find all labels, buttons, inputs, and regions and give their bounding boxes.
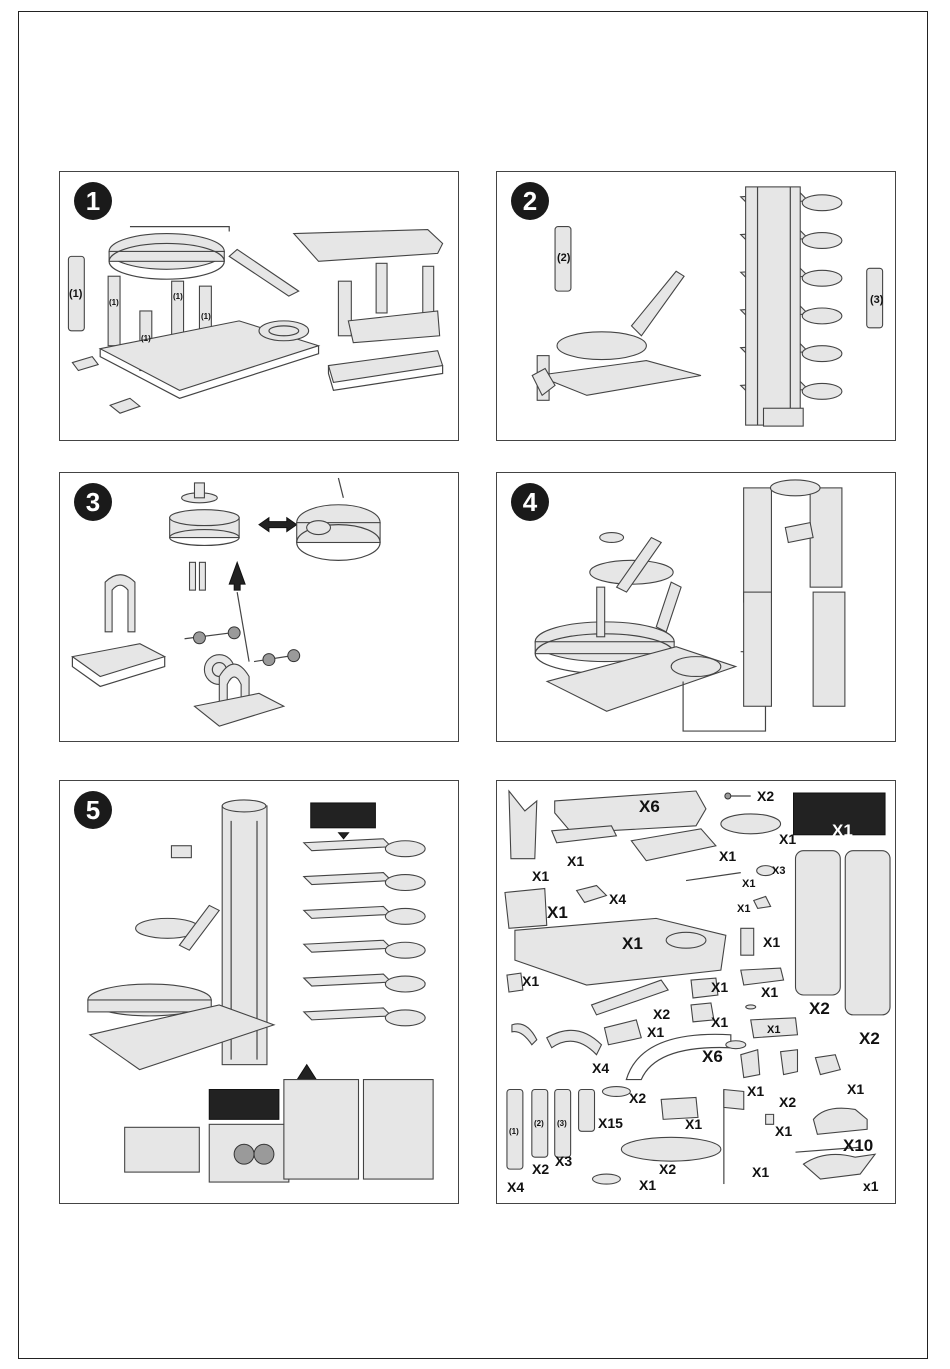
parts-qty-2: X2 <box>757 788 774 804</box>
parts-qty-20: X1 <box>711 1014 728 1030</box>
parts-qty-18: X2 <box>859 1029 880 1049</box>
step-5-badge: 5 <box>74 791 112 829</box>
step-4-panel: 4 <box>496 472 896 742</box>
step-1-label-2: (1) <box>109 298 119 307</box>
ramp-level <box>304 1008 392 1020</box>
spiral-ramp <box>385 841 425 857</box>
parts-qty-28: X1 <box>847 1081 864 1097</box>
parts-qty-40: x1 <box>863 1178 879 1194</box>
step-5-panel: 5 <box>59 780 459 1204</box>
ramp-level <box>304 974 392 986</box>
spiral-ramp <box>802 383 842 399</box>
step-1-badge: 1 <box>74 182 112 220</box>
ramp-level <box>304 906 392 918</box>
step-3-panel: 3 <box>59 472 459 742</box>
spiral-ramp <box>802 346 842 362</box>
parts-qty-12: X1 <box>737 903 750 915</box>
step-2-diagram <box>497 172 895 440</box>
parts-qty-21: X2 <box>653 1006 670 1022</box>
ramp-level <box>304 839 392 851</box>
step-1-panel: 1 (1) (1) (1) (1) (1) <box>59 171 459 441</box>
spiral-ramp <box>385 875 425 891</box>
parts-tube-2: (2) <box>534 1119 544 1128</box>
parts-qty-33: X2 <box>659 1161 676 1177</box>
parts-qty-24: X4 <box>592 1060 609 1076</box>
parts-qty-22: X1 <box>647 1024 664 1040</box>
spiral-ramp <box>802 195 842 211</box>
parts-qty-29: X15 <box>598 1115 623 1131</box>
step-3-badge: 3 <box>74 483 112 521</box>
parts-qty-4: X1 <box>779 831 796 847</box>
parts-qty-3: X1 <box>832 821 853 841</box>
parts-qty-5: X1 <box>567 853 584 869</box>
parts-qty-39: X10 <box>843 1136 873 1156</box>
parts-qty-38: X1 <box>752 1164 769 1180</box>
parts-qty-9: X1 <box>742 878 755 890</box>
step-2-panel: 2 (2) (3) <box>496 171 896 441</box>
step-4-badge: 4 <box>511 483 549 521</box>
spiral-ramp <box>802 308 842 324</box>
parts-qty-19: X1 <box>761 984 778 1000</box>
step-1-diagram <box>60 172 458 440</box>
step-2-label-2: (2) <box>557 252 570 264</box>
step-2-label-3: (3) <box>870 294 883 306</box>
parts-qty-10: X4 <box>609 891 626 907</box>
spiral-ramp <box>802 270 842 286</box>
parts-qty-32: X1 <box>775 1123 792 1139</box>
parts-list-diagram <box>497 781 895 1203</box>
spiral-ramp <box>385 976 425 992</box>
step-4-diagram <box>497 473 895 741</box>
spiral-ramp <box>802 233 842 249</box>
parts-qty-16: X1 <box>711 979 728 995</box>
step-2-badge: 2 <box>511 182 549 220</box>
parts-qty-30: X2 <box>629 1090 646 1106</box>
parts-qty-15: X1 <box>522 973 539 989</box>
parts-qty-37: X1 <box>639 1177 656 1193</box>
parts-qty-7: X1 <box>532 868 549 884</box>
parts-list-panel: X6 X2 X1 X1 X1 X1 X1 X3 X1 X4 X1 X1 X1 X… <box>496 780 896 1204</box>
parts-qty-35: X2 <box>532 1161 549 1177</box>
step-5-diagram <box>60 781 458 1203</box>
parts-qty-31: X1 <box>685 1116 702 1132</box>
parts-qty-36: X4 <box>507 1179 524 1195</box>
parts-qty-34: X3 <box>555 1153 572 1169</box>
ramp-level <box>304 873 392 885</box>
parts-tube-1: (1) <box>509 1127 519 1136</box>
parts-qty-6: X1 <box>719 848 736 864</box>
parts-qty-17: X2 <box>809 999 830 1019</box>
parts-qty-27: X2 <box>779 1094 796 1110</box>
parts-qty-8: X3 <box>772 865 785 877</box>
ramp-level <box>304 940 392 952</box>
parts-qty-26: X1 <box>747 1083 764 1099</box>
spiral-ramp <box>385 908 425 924</box>
parts-tube-3: (3) <box>557 1119 567 1128</box>
parts-qty-25: X6 <box>702 1047 723 1067</box>
parts-qty-13: X1 <box>622 934 643 954</box>
parts-qty-23: X1 <box>767 1024 780 1036</box>
step-1-label-3: (1) <box>141 334 151 343</box>
step-1-label-5: (1) <box>201 312 211 321</box>
step-1-label-4: (1) <box>173 292 183 301</box>
step-3-diagram <box>60 473 458 741</box>
spiral-ramp <box>385 1010 425 1026</box>
parts-qty-1: X6 <box>639 797 660 817</box>
spiral-ramp <box>385 942 425 958</box>
parts-qty-14: X1 <box>763 934 780 950</box>
step-1-label-1: (1) <box>69 288 82 300</box>
parts-qty-11: X1 <box>547 903 568 923</box>
